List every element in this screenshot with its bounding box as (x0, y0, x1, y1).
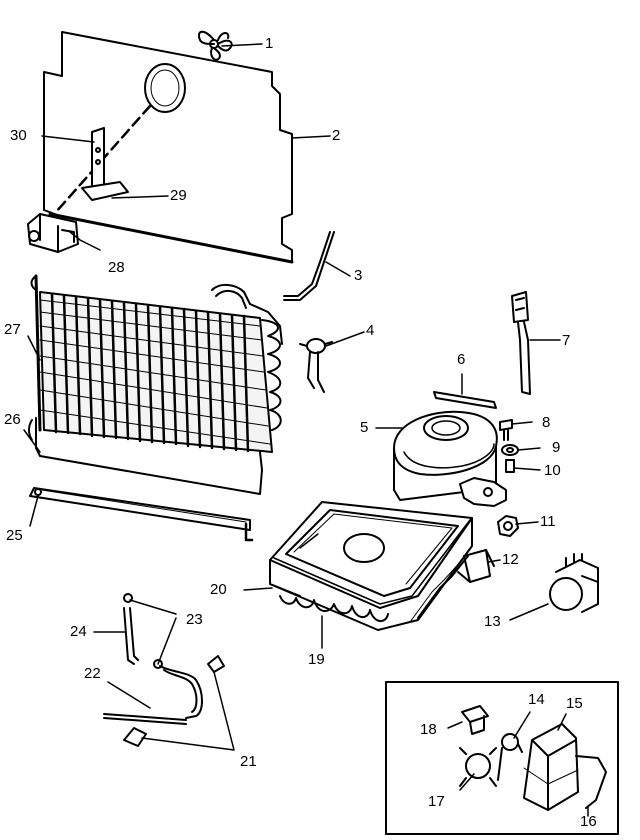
leader-lines (23, 43, 589, 817)
label-21: 21 (240, 753, 257, 770)
fan-bracket (81, 127, 129, 201)
label-14: 14 (528, 691, 545, 708)
valve (299, 338, 333, 393)
label-5: 5 (360, 419, 369, 436)
label-29: 29 (170, 187, 187, 204)
mounting-bolt (499, 419, 513, 441)
relay (511, 291, 531, 395)
label-11: 11 (540, 513, 556, 530)
label-25: 25 (6, 527, 23, 544)
base-coil (279, 555, 469, 623)
thermostat (497, 733, 523, 781)
label-17: 17 (428, 793, 445, 810)
label-6: 6 (457, 351, 466, 368)
drain-pan (269, 501, 473, 631)
fan-blade (198, 30, 233, 61)
hex-nut (497, 515, 519, 537)
grommet (501, 444, 519, 456)
label-16: 16 (580, 813, 597, 830)
compressor (393, 410, 507, 507)
lamp-socket (461, 705, 489, 735)
base-rail (29, 487, 254, 542)
back-panel (43, 31, 294, 264)
label-7: 7 (562, 332, 571, 349)
label-30: 30 (10, 127, 27, 144)
label-8: 8 (542, 414, 551, 431)
label-24: 24 (70, 623, 87, 640)
capillary-tube (433, 391, 497, 409)
drain-hose (103, 593, 225, 747)
label-18: 18 (420, 721, 437, 738)
return-tube (28, 417, 263, 495)
overload-protector (549, 553, 599, 613)
label-13: 13 (484, 613, 501, 630)
label-23: 23 (186, 611, 203, 628)
label-2: 2 (332, 127, 341, 144)
label-26: 26 (4, 411, 21, 428)
label-10: 10 (544, 462, 561, 479)
cover (523, 723, 607, 811)
label-15: 15 (566, 695, 583, 712)
bulb-clip (459, 747, 497, 787)
fan-motor (27, 213, 79, 253)
label-9: 9 (552, 439, 561, 456)
label-3: 3 (354, 267, 363, 284)
label-22: 22 (84, 665, 101, 682)
label-28: 28 (108, 259, 125, 276)
label-20: 20 (210, 581, 227, 598)
clip-bracket (457, 549, 495, 583)
label-27: 27 (4, 321, 21, 338)
label-4: 4 (366, 322, 375, 339)
label-12: 12 (502, 551, 519, 568)
condenser-coil (30, 274, 283, 453)
sleeve (505, 459, 515, 473)
label-19: 19 (308, 651, 325, 668)
drain-tube (283, 231, 335, 301)
label-1: 1 (265, 35, 274, 52)
